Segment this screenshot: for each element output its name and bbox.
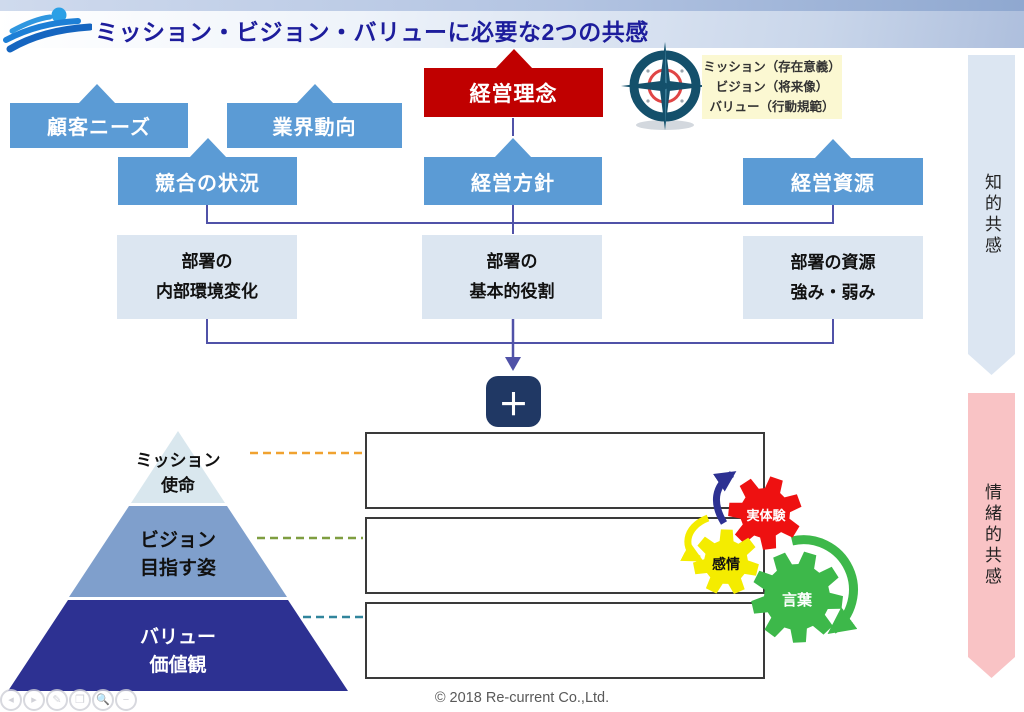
content-box-value xyxy=(365,602,765,679)
copyright-text: © 2018 Re-current Co.,Ltd. xyxy=(434,690,610,706)
green-curved-arrow-icon xyxy=(790,535,858,634)
gear-label-experience: 実体験 xyxy=(746,508,786,523)
plus-icon: ＋ xyxy=(486,376,541,427)
next-button[interactable]: ▸ xyxy=(23,689,45,711)
panel-dept-internal-environment: 部署の 内部環境変化 xyxy=(117,235,297,319)
zoom-button[interactable]: 🔍 xyxy=(92,689,114,711)
mvv-definition-note: ミッション（存在意義） ビジョン（将来像） バリュー（行動規範） xyxy=(702,55,842,119)
prev-button[interactable]: ◂ xyxy=(0,689,22,711)
ribbon-emotional-empathy: 情緒的共感 xyxy=(968,393,1015,678)
ribbon-intellectual-empathy: 知的共感 xyxy=(968,55,1015,375)
up-triangle-icon xyxy=(295,84,334,104)
header-top-strip xyxy=(0,0,1024,11)
gear-label-emotion: 感情 xyxy=(712,556,740,572)
box-management-resources: 経営資源 xyxy=(743,139,923,205)
up-triangle-icon xyxy=(78,84,116,104)
pyramid-label-vision: ビジョン 目指す姿 xyxy=(139,530,216,579)
down-arrow-icon xyxy=(505,357,521,371)
compass-icon xyxy=(621,42,709,130)
page-title: ミッション・ビジョン・バリューに必要な2つの共感 xyxy=(95,19,649,45)
box-management-philosophy: 経営理念 xyxy=(424,49,603,117)
up-triangle-icon xyxy=(494,138,532,158)
edit-button[interactable]: ✎ xyxy=(46,689,68,711)
pyramid-label-value: バリュー 価値観 xyxy=(139,627,216,676)
box-industry-trends: 業界動向 xyxy=(227,84,402,148)
copy-button[interactable]: ❐ xyxy=(69,689,91,711)
up-triangle-icon xyxy=(814,139,852,159)
box-competitive-situation: 競合の状況 xyxy=(118,138,297,205)
panel-dept-resources: 部署の資源 強み・弱み xyxy=(743,236,923,319)
company-logo-icon xyxy=(3,7,92,53)
panel-dept-basic-role: 部署の 基本的役割 xyxy=(422,235,602,319)
box-management-policy: 経営方針 xyxy=(424,138,602,205)
viewer-controls: ◂ ▸ ✎ ❐ 🔍 − xyxy=(0,689,137,711)
content-box-mission xyxy=(365,432,765,509)
gear-label-words: 言葉 xyxy=(781,592,812,609)
box-customer-needs: 顧客ニーズ xyxy=(10,84,188,148)
pyramid-label-mission: ミッション 使命 xyxy=(135,451,221,495)
up-triangle-icon xyxy=(188,138,227,158)
more-button[interactable]: − xyxy=(115,689,137,711)
up-triangle-icon xyxy=(494,49,533,69)
